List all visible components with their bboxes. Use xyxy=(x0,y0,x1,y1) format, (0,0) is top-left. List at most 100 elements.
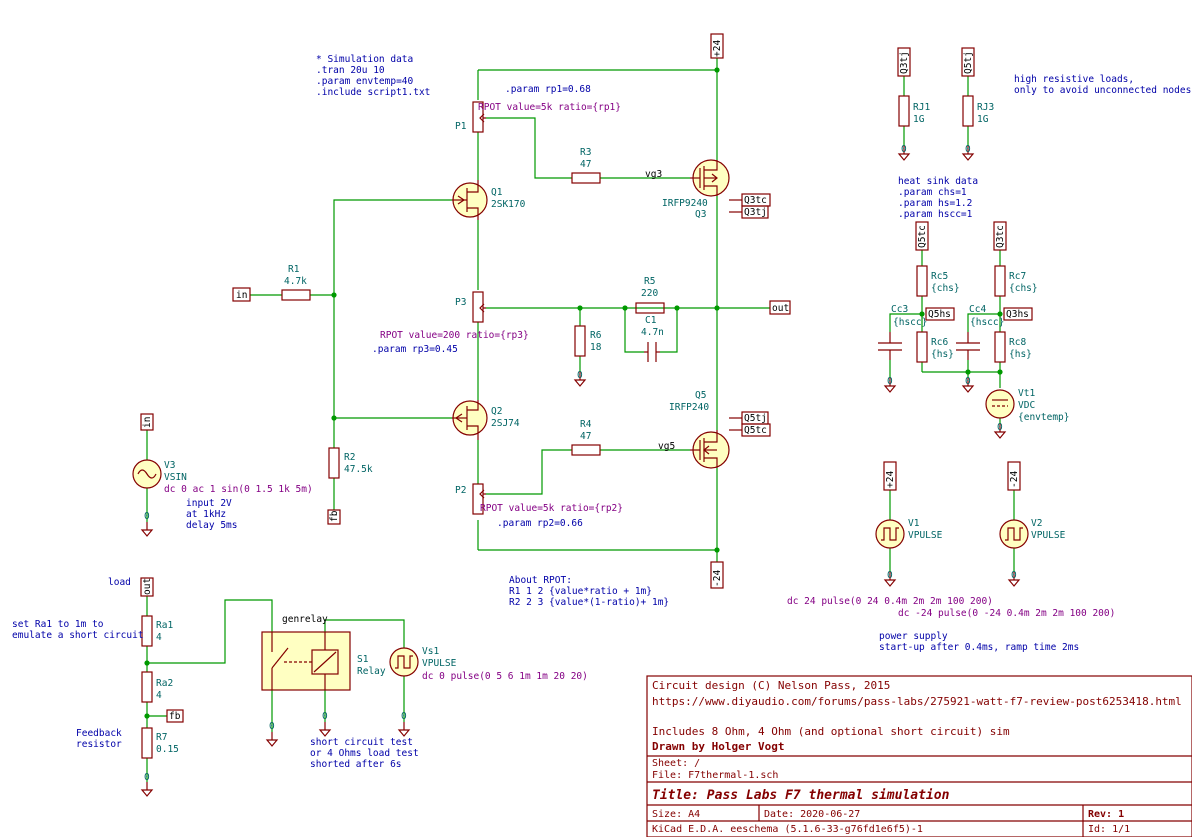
ref-p1: P1 xyxy=(455,121,467,132)
potentiometer-p2 xyxy=(472,483,486,515)
source-v2 xyxy=(999,519,1029,549)
ref-s1: S1 xyxy=(357,654,369,665)
gnd-label: 0 xyxy=(322,711,328,722)
val-cc3: {hscc} xyxy=(893,317,927,328)
ref-p2: P2 xyxy=(455,485,466,496)
net-vg5: vg5 xyxy=(658,441,675,452)
note-sc-2: or 4 Ohms load test xyxy=(310,748,419,759)
tb-line1: Circuit design (C) Nelson Pass, 2015 xyxy=(652,679,890,692)
val-rc6: {hs} xyxy=(931,349,954,360)
ref-q5: Q5 xyxy=(695,390,706,401)
val-s1: Relay xyxy=(357,666,386,677)
val-r3: 47 xyxy=(580,159,591,170)
ref-rj3: RJ3 xyxy=(977,102,994,113)
resistors xyxy=(141,95,1006,759)
dir-p3: RPOT value=200 ratio={rp3} xyxy=(380,330,529,341)
note-sim-4: .include script1.txt xyxy=(316,87,430,98)
val-vs1: VPULSE xyxy=(422,658,457,669)
label-fb-r2: fb xyxy=(329,510,340,522)
tb-line2: https://www.diyaudio.com/forums/pass-lab… xyxy=(652,695,1182,708)
ref-v2: V2 xyxy=(1031,518,1042,529)
dir-p2: RPOT value=5k ratio={rp2} xyxy=(480,503,623,514)
ref-rc6: Rc6 xyxy=(931,337,948,348)
val-v3: VSIN xyxy=(164,472,187,483)
note-v3-2: at 1kHz xyxy=(186,509,226,520)
ref-q1: Q1 xyxy=(491,187,503,198)
gnd-label: 0 xyxy=(965,376,971,387)
note-hs-3: .param hs=1.2 xyxy=(898,198,972,209)
source-v3 xyxy=(132,459,162,489)
ref-r2: R2 xyxy=(344,452,355,463)
val-rc5: {chs} xyxy=(931,283,960,294)
component-labels: P1 RPOT value=5k ratio={rp1} P3 RPOT val… xyxy=(156,102,1069,755)
ref-q2: Q2 xyxy=(491,406,502,417)
mosfet-q5 xyxy=(690,417,742,469)
net-vg3: vg3 xyxy=(645,169,662,180)
ref-r1: R1 xyxy=(288,264,300,275)
dir-v3: dc 0 ac 1 sin(0 1.5 1k 5m) xyxy=(164,484,313,495)
label-in: in xyxy=(236,290,247,301)
val-ra1: 4 xyxy=(156,632,162,643)
val-r4: 47 xyxy=(580,431,591,442)
gnd-label: 0 xyxy=(269,721,275,732)
relay-s1 xyxy=(261,631,351,691)
label-in-v3: in xyxy=(142,417,153,428)
gnd-label: 0 xyxy=(401,711,407,722)
ref-p3: P3 xyxy=(455,297,466,308)
capacitors xyxy=(644,332,980,362)
note-about-2: R1 1 2 {value*ratio + 1m} xyxy=(509,586,652,597)
note-hs-2: .param chs=1 xyxy=(898,187,967,198)
notes: * Simulation data .tran 20u 10 .param en… xyxy=(12,54,1191,770)
source-vt1 xyxy=(985,389,1015,419)
wires xyxy=(146,58,1015,782)
mosfet-q3 xyxy=(690,159,742,213)
tb-rev: Rev: 1 xyxy=(1088,809,1124,820)
ref-rc5: Rc5 xyxy=(931,271,948,282)
val-r5: 220 xyxy=(641,288,658,299)
potentiometer-p1 xyxy=(472,101,486,133)
val-rj1: 1G xyxy=(913,114,925,125)
tb-sheet: Sheet: / xyxy=(652,758,700,769)
tb-date: Date: 2020-06-27 xyxy=(764,809,860,820)
val-ra2: 4 xyxy=(156,690,162,701)
val-q2: 2SJ74 xyxy=(491,418,520,429)
ref-r7: R7 xyxy=(156,732,167,743)
note-sc-3: shorted after 6s xyxy=(310,759,402,770)
label-fb-load: fb xyxy=(169,711,181,722)
val-rc7: {chs} xyxy=(1009,283,1038,294)
val-rc8: {hs} xyxy=(1009,349,1032,360)
gnd-label: 0 xyxy=(965,144,971,155)
val-v1: VPULSE xyxy=(908,530,943,541)
ref-vt1: Vt1 xyxy=(1018,388,1035,399)
note-v3-1: input 2V xyxy=(186,498,232,509)
ref-r4: R4 xyxy=(580,419,592,430)
ref-vs1: Vs1 xyxy=(422,646,439,657)
label-q3tc-q3: Q3tc xyxy=(744,195,767,206)
ref-v3: V3 xyxy=(164,460,175,471)
note-fb-1: Feedback xyxy=(76,728,122,739)
note-about-1: About RPOT: xyxy=(509,575,572,586)
port-boxes xyxy=(140,33,1033,723)
label-plus24: +24 xyxy=(712,40,723,57)
label-out: out xyxy=(772,303,789,314)
dir-vs1: dc 0 pulse(0 5 6 1m 1m 20 20) xyxy=(422,671,588,682)
note-rp3: .param rp3=0.45 xyxy=(372,344,458,355)
note-rp2: .param rp2=0.66 xyxy=(497,518,583,529)
junctions xyxy=(144,67,1003,719)
val-c1: 4.7n xyxy=(641,327,664,338)
label-q5tj: Q5tj xyxy=(963,51,974,74)
label-q3tj: Q3tj xyxy=(899,51,910,74)
val-r2: 47.5k xyxy=(344,464,373,475)
ground-labels: 0 0 0 0 0 0 0 0 0 0 0 0 0 xyxy=(144,144,1017,783)
dir-v1: dc 24 pulse(0 24 0.4m 2m 2m 100 200) xyxy=(787,596,993,607)
label-v2-minus24: -24 xyxy=(1009,471,1020,488)
gnd-label: 0 xyxy=(887,570,893,581)
tb-drawn-by: Drawn by Holger Vogt xyxy=(652,740,784,753)
note-rp1: .param rp1=0.68 xyxy=(505,84,591,95)
label-q5hs: Q5hs xyxy=(928,309,951,320)
gnd-label: 0 xyxy=(901,144,907,155)
val-q1: 2SK170 xyxy=(491,199,526,210)
label-minus24: -24 xyxy=(712,570,723,587)
label-q5tc-q5: Q5tc xyxy=(744,425,767,436)
